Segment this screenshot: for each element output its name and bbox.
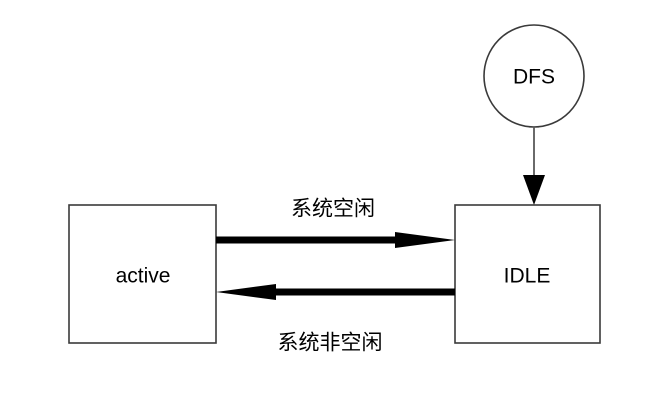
edge-active-to-idle[interactable] bbox=[216, 232, 455, 248]
edge-idle-to-active[interactable] bbox=[216, 284, 455, 300]
edge-label-system-idle: 系统空闲 bbox=[291, 198, 375, 221]
active-to-idle-arrowhead bbox=[395, 232, 455, 248]
node-active-label: active bbox=[116, 265, 171, 288]
node-active[interactable]: active bbox=[68, 204, 217, 344]
node-dfs-label: DFS bbox=[513, 66, 555, 89]
dfs-to-idle-arrowhead bbox=[523, 175, 545, 205]
idle-box-shape bbox=[454, 204, 601, 344]
node-dfs[interactable]: DFS bbox=[483, 24, 585, 128]
node-idle-label: IDLE bbox=[504, 265, 551, 288]
edge-dfs-to-idle[interactable] bbox=[523, 127, 545, 205]
node-idle[interactable]: IDLE bbox=[454, 204, 601, 344]
active-box-shape bbox=[68, 204, 217, 344]
idle-to-active-arrowhead bbox=[216, 284, 276, 300]
edge-label-system-not-idle: 系统非空闲 bbox=[278, 332, 383, 355]
